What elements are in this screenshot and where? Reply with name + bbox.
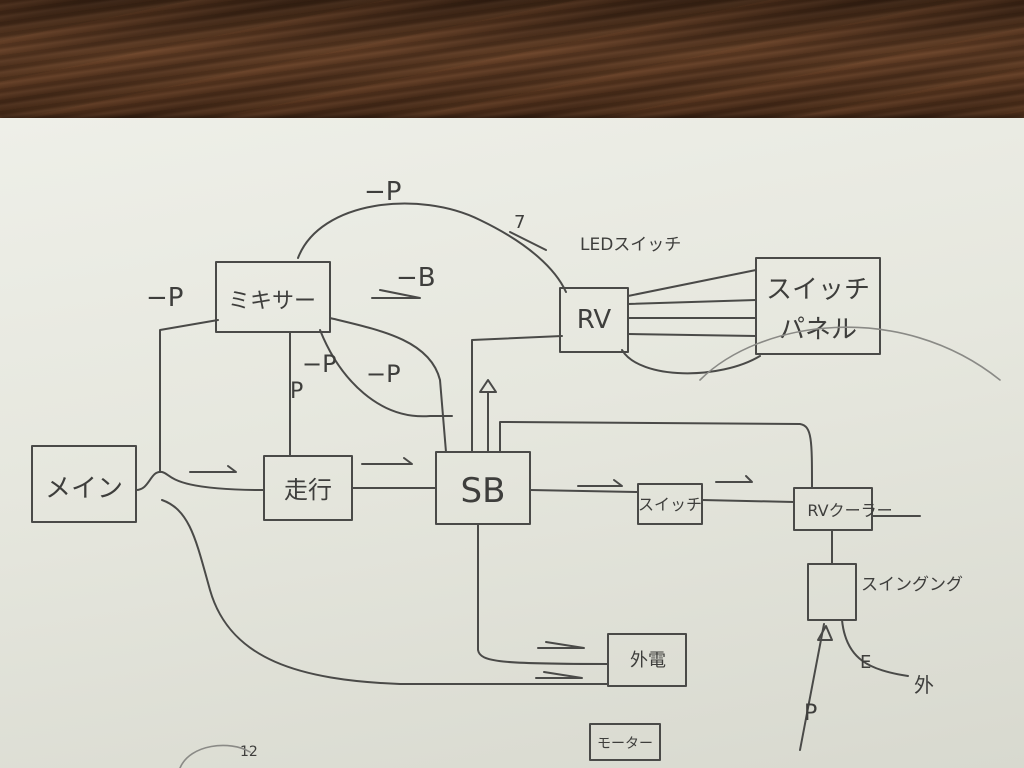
edge-mixer-rv — [297, 202, 567, 293]
edge-switch-rvcooler — [701, 499, 795, 503]
label-gai: 外 — [914, 673, 934, 697]
edge-main-sojo — [135, 470, 265, 491]
edge-rv-panel-1 — [627, 269, 757, 297]
notebook-page — [0, 118, 1024, 768]
edge-panel-rv-return — [621, 349, 761, 375]
label-seven: 7 — [514, 212, 525, 233]
node-rv: RV — [559, 287, 629, 353]
wooden-table — [0, 0, 1024, 130]
node-rv-cooler-label: RVクーラー — [807, 501, 892, 520]
edge-sb-gaiden — [477, 523, 609, 665]
node-main-label: メイン — [45, 474, 123, 504]
edge-rv-panel-4 — [627, 333, 757, 337]
edge-swing-down — [799, 623, 825, 751]
edge-sb-rv — [471, 335, 563, 453]
edge-sb-rv-cooler-top — [499, 421, 813, 489]
edge-main-mixer — [159, 319, 219, 473]
node-switch-box: スイッチ — [637, 483, 703, 525]
tick-mark — [509, 231, 547, 251]
node-main: メイン — [31, 445, 137, 523]
arrow-left-icon — [371, 289, 421, 299]
node-rv-cooler: RVクーラー — [793, 487, 893, 531]
edge-main-bottom — [161, 499, 609, 685]
arrow-right-icon — [361, 457, 413, 465]
arrow-right-icon — [577, 479, 623, 487]
node-sb: SB — [435, 451, 531, 525]
node-gaiden: 外電 — [607, 633, 687, 687]
label-p-left: P — [290, 379, 303, 404]
label-minus-p-top: −P — [364, 177, 401, 207]
arrow-left-icon — [537, 641, 585, 649]
label-minus-p-mid2: −P — [366, 360, 401, 388]
node-swing-label: スイングング — [861, 575, 963, 595]
label-minus-p-left: −P — [146, 283, 183, 313]
node-mixer-label: ミキサー — [228, 289, 316, 314]
edge-mixer-sb-b — [319, 329, 453, 418]
node-sojo-label: 走行 — [284, 476, 332, 504]
switch-panel-label-2: パネル — [779, 315, 857, 345]
edge-sb-switch — [529, 489, 639, 493]
label-minus-b: −B — [396, 263, 436, 293]
arrow-right-icon — [189, 465, 237, 473]
label-e: E — [860, 652, 871, 673]
switch-panel-label-1: スイッチ — [766, 275, 870, 305]
arrow-up-icon — [817, 625, 833, 641]
partial-sketch-bottom — [179, 744, 251, 768]
node-swing: スイングング — [807, 563, 963, 621]
arrow-right-icon — [715, 475, 753, 483]
label-minus-p-mid1: −P — [302, 350, 337, 378]
edge-rv-panel-2 — [627, 299, 757, 305]
node-switch-box-label: スイッチ — [638, 495, 702, 514]
edge-mixer-sb-a — [329, 317, 447, 453]
node-monitor-label: モーター — [597, 736, 653, 752]
node-sb-label: SB — [461, 471, 506, 511]
node-rv-label: RV — [577, 305, 612, 335]
node-gaiden-label: 外電 — [630, 650, 666, 671]
node-switch-panel: スイッチ パネル — [755, 257, 881, 355]
label-p-bottom: P — [804, 701, 817, 726]
node-sojo: 走行 — [263, 455, 353, 521]
edge-labels: −P −P −B −P −P P P E 外 LEDスイッチ 7 12 — [146, 177, 934, 760]
node-monitor: モーター — [589, 723, 661, 761]
connections — [135, 202, 921, 751]
node-mixer: ミキサー — [215, 261, 331, 333]
bleed-through-sketch — [699, 326, 1001, 381]
arrows — [189, 231, 753, 679]
arrow-left-icon — [535, 671, 583, 679]
arrow-up-icon — [479, 379, 497, 393]
label-led-switch: LEDスイッチ — [580, 235, 681, 255]
edge-swing-out — [841, 619, 909, 677]
